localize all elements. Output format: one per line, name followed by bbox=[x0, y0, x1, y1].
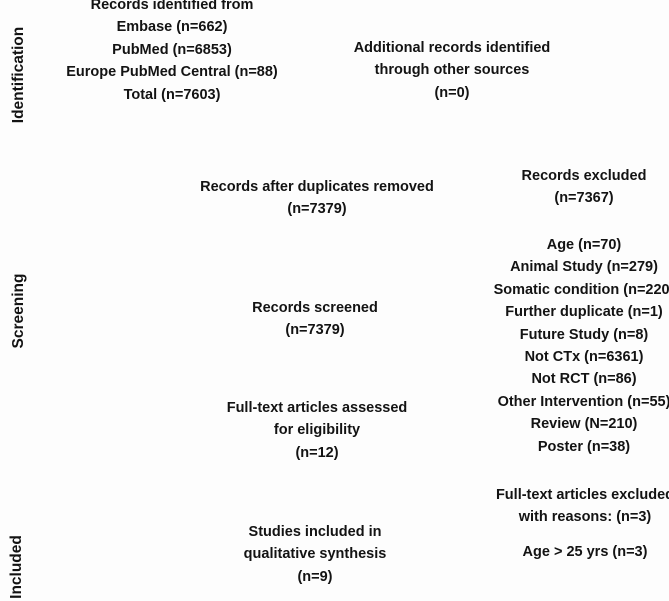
block-fulltext-articles-excluded: Full-text articles excluded with reasons:… bbox=[470, 484, 669, 529]
text-line: Full-text articles excluded bbox=[495, 487, 669, 503]
text-line: with reasons: (n=3) bbox=[518, 509, 652, 526]
block-studies-included: Studies included in qualitative synthesis… bbox=[180, 521, 450, 588]
block-records-screened: Records screened (n=7379) bbox=[180, 297, 450, 342]
text-line: Animal Study (n=279) bbox=[510, 259, 658, 276]
text-line: for eligibility bbox=[273, 422, 361, 439]
text-line: Total (n=7603) bbox=[123, 86, 221, 103]
text-line: PubMed (n=6853) bbox=[112, 41, 232, 58]
block-additional-records-other-sources: Additional records identified through oth… bbox=[337, 37, 567, 104]
text-line: Europe PubMed Central (n=88) bbox=[66, 64, 278, 81]
text-line: (n=7379) bbox=[287, 201, 347, 218]
block-exclusion-reasons-list: Age (n=70) Animal Study (n=279) Somatic co… bbox=[469, 234, 669, 458]
text-line: Not RCT (n=86) bbox=[531, 371, 637, 388]
stage-label-identification: Identification bbox=[10, 26, 27, 124]
text-line: Embase (n=662) bbox=[116, 19, 228, 36]
text-line: (n=0) bbox=[434, 84, 470, 101]
text-line: Records after duplicates removed bbox=[200, 179, 434, 195]
text-line: Review (N=210) bbox=[530, 416, 638, 433]
block-records-excluded: Records excluded (n=7367) bbox=[469, 165, 669, 210]
text-line: (n=7367) bbox=[554, 190, 614, 207]
text-line: (n=9) bbox=[297, 568, 333, 585]
text-line: Studies included in bbox=[248, 524, 382, 540]
block-records-after-duplicates-removed: Records after duplicates removed (n=7379) bbox=[182, 176, 452, 221]
text-line: Not CTx (n=6361) bbox=[524, 349, 644, 366]
text-line: qualitative synthesis bbox=[243, 546, 387, 563]
text-line: Age > 25 yrs (n=3) bbox=[522, 544, 648, 560]
block-fulltext-exclusion-reason: Age > 25 yrs (n=3) bbox=[470, 541, 669, 563]
text-line: Future Study (n=8) bbox=[519, 326, 649, 343]
text-line: Records identified from bbox=[90, 0, 254, 13]
text-line: (n=7379) bbox=[285, 322, 345, 339]
text-line: Records excluded bbox=[521, 168, 647, 184]
block-fulltext-articles-assessed: Full-text articles assessed for eligibili… bbox=[182, 397, 452, 464]
text-line: Poster (n=38) bbox=[537, 438, 631, 455]
text-line: Age (n=70) bbox=[546, 237, 622, 253]
text-line: Additional records identified bbox=[353, 40, 551, 56]
text-line: Other Intervention (n=55) bbox=[497, 393, 669, 410]
text-line: (n=12) bbox=[295, 444, 339, 461]
text-line: Further duplicate (n=1) bbox=[505, 304, 663, 321]
stage-label-screening: Screening bbox=[10, 273, 27, 349]
text-line: Full-text articles assessed bbox=[226, 400, 408, 416]
stage-label-included: Included bbox=[8, 535, 25, 599]
text-line: Somatic condition (n=220) bbox=[493, 281, 669, 298]
text-line: through other sources bbox=[374, 62, 530, 79]
text-line: Records screened bbox=[252, 300, 378, 316]
